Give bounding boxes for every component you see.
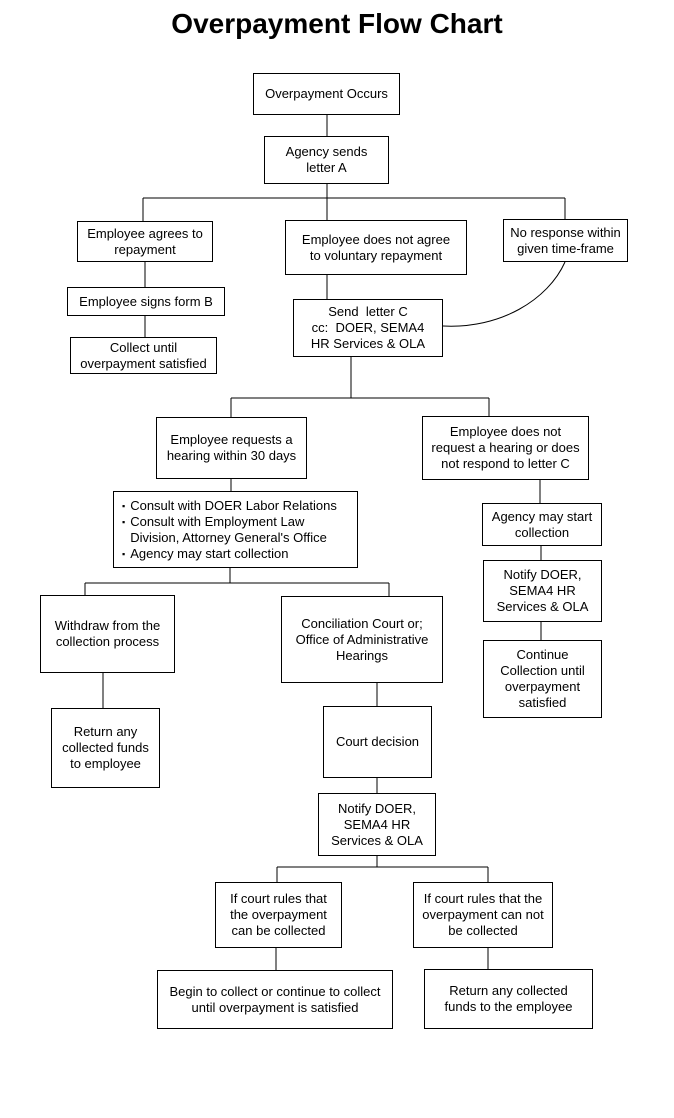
node-return-funds-to-employee: Return any collected funds to employee [51, 708, 160, 788]
bullet-icon: ▪ [122, 548, 126, 559]
node-conciliation-court: Conciliation Court or; Office of Adminis… [281, 596, 443, 683]
node-court-decision: Court decision [323, 706, 432, 778]
node-continue-collection: Continue Collection until overpayment sa… [483, 640, 602, 718]
node-collect-until-satisfied: Collect until overpayment satisfied [70, 337, 217, 374]
page-title: Overpayment Flow Chart [171, 8, 503, 39]
consult-bullet-1-label: Consult with DOER Labor Relations [130, 497, 337, 513]
node-agency-may-start-collection: Agency may start collection [482, 503, 602, 546]
node-court-rules-can-collect: If court rules that the overpayment can … [215, 882, 342, 948]
node-send-letter-c: Send letter C cc: DOER, SEMA4 HR Service… [293, 299, 443, 357]
node-employee-does-not-agree: Employee does not agree to voluntary rep… [285, 220, 467, 275]
node-return-collected-funds: Return any collected funds to the employ… [424, 969, 593, 1029]
consult-bullet-2: ▪ Consult with Employment Law Division, … [122, 514, 327, 546]
node-overpayment-occurs: Overpayment Occurs [253, 73, 400, 115]
node-withdraw-from-collection: Withdraw from the collection process [40, 595, 175, 673]
consult-bullet-1: ▪ Consult with DOER Labor Relations [122, 498, 337, 514]
node-notify-doer-right: Notify DOER, SEMA4 HR Services & OLA [483, 560, 602, 622]
bullet-icon: ▪ [122, 516, 126, 527]
consult-bullet-3: ▪ Agency may start collection [122, 546, 288, 562]
node-notify-doer-middle: Notify DOER, SEMA4 HR Services & OLA [318, 793, 436, 856]
curved-connector [442, 261, 566, 327]
node-employee-requests-hearing: Employee requests a hearing within 30 da… [156, 417, 307, 479]
node-employee-agrees: Employee agrees to repayment [77, 221, 213, 262]
node-no-response: No response within given time-frame [503, 219, 628, 262]
node-employee-signs-form-b: Employee signs form B [67, 287, 225, 316]
node-employee-no-hearing: Employee does not request a hearing or d… [422, 416, 589, 480]
node-court-rules-cannot-collect: If court rules that the overpayment can … [413, 882, 553, 948]
node-consult-actions: ▪ Consult with DOER Labor Relations ▪ Co… [113, 491, 358, 568]
straight-connectors [84, 115, 566, 970]
consult-bullet-2-label: Consult with Employment Law Division, At… [130, 513, 327, 545]
bullet-icon: ▪ [122, 500, 126, 511]
node-agency-sends-letter-a: Agency sends letter A [264, 136, 389, 184]
consult-bullet-3-label: Agency may start collection [130, 545, 289, 561]
node-begin-or-continue-collect: Begin to collect or continue to collect … [157, 970, 393, 1029]
